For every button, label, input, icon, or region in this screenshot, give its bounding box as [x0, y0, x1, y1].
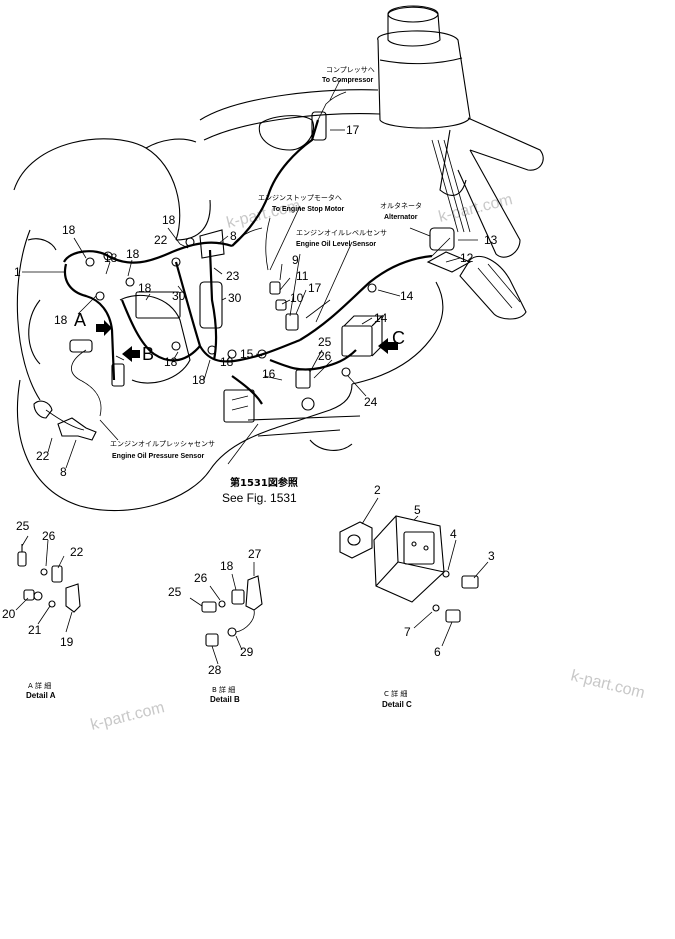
callout: 15: [240, 347, 254, 361]
callout: 9: [292, 253, 299, 267]
view-arrows: [96, 320, 398, 362]
watermark: k-part.com: [569, 667, 646, 702]
compressor-label-en: To Compressor: [322, 77, 373, 84]
callout: 12: [460, 251, 474, 265]
callout: 21: [28, 623, 42, 637]
callout: 22: [70, 545, 84, 559]
callout: 1: [14, 265, 21, 279]
callout: 19: [60, 635, 74, 649]
callout: 24: [364, 395, 378, 409]
detail-a: 25 26 22 20 21 19 A 詳 細 Detail A: [2, 519, 84, 700]
main-callouts: 17 18 18 18 18 1 22 8 23 30 18 30 9 11 1…: [14, 123, 498, 479]
detail-b-title-en: Detail B: [210, 695, 240, 704]
callout: 25: [16, 519, 30, 533]
callout: 14: [400, 289, 414, 303]
callout: 18: [220, 355, 234, 369]
detail-a-title-en: Detail A: [26, 691, 56, 700]
view-letter-a: A: [74, 310, 86, 330]
callout: 20: [2, 607, 16, 621]
callout: 26: [42, 529, 56, 543]
callout: 18: [220, 559, 234, 573]
callout: 25: [168, 585, 182, 599]
alternator-label-jp: オルタネータ: [380, 201, 422, 210]
callout: 4: [450, 527, 457, 541]
compressor-label-jp: コンプレッサへ: [326, 66, 375, 74]
callout: 14: [374, 311, 388, 325]
callout: 7: [404, 625, 411, 639]
view-letter-b: B: [142, 344, 154, 364]
watermark: k-part.com: [89, 699, 166, 734]
see-figure-label-jp: 第1531図参照: [230, 476, 298, 489]
callout: 18: [104, 251, 118, 265]
detail-c: 2 5 4 3 7 6 C 詳 細 Detail C: [339, 483, 495, 709]
callout: 18: [54, 313, 68, 327]
callout: 18: [192, 373, 206, 387]
detail-c-title-jp: C 詳 細: [384, 689, 407, 698]
detail-a-title-jp: A 詳 細: [28, 681, 51, 690]
callout: 18: [138, 281, 152, 295]
callout: 5: [414, 503, 421, 517]
harness-components: [33, 111, 472, 441]
callout: 17: [346, 123, 360, 137]
callout: 18: [62, 223, 76, 237]
callout: 30: [228, 291, 242, 305]
callout: 13: [484, 233, 498, 247]
callout: 26: [318, 349, 332, 363]
oil-level-label-jp: エンジンオイルレベルセンサ: [296, 229, 387, 237]
callout: 18: [126, 247, 140, 261]
detail-b: 18 27 26 25 29 28 B 詳 細 Detail B: [168, 547, 263, 704]
callout: 10: [290, 291, 304, 305]
callout: 6: [434, 645, 441, 659]
detail-c-title-en: Detail C: [382, 700, 412, 709]
callout: 26: [194, 571, 208, 585]
callout: 27: [248, 547, 262, 561]
see-figure-label-en: See Fig. 1531: [222, 491, 297, 505]
callout: 25: [318, 335, 332, 349]
leader-lines: [22, 79, 478, 469]
oil-pressure-label-en: Engine Oil Pressure Sensor: [112, 453, 204, 460]
callout: 11: [296, 269, 309, 283]
callout: 3: [488, 549, 495, 563]
callout: 8: [230, 229, 237, 243]
callout: 28: [208, 663, 222, 677]
callout: 16: [262, 367, 276, 381]
engine-outline: [13, 5, 544, 512]
view-letter-c: C: [392, 328, 405, 348]
wire-harness: [45, 91, 451, 431]
callout: 23: [226, 269, 240, 283]
callout: 22: [154, 233, 168, 247]
detail-b-title-jp: B 詳 細: [212, 685, 235, 694]
oil-level-label-en: Engine Oil Level Sensor: [296, 241, 376, 248]
stop-motor-label-en: To Engine Stop Motor: [272, 206, 344, 213]
callout: 17: [308, 281, 322, 295]
callout: 8: [60, 465, 67, 479]
annotation-labels: コンプレッサへ To Compressor エンジンストップモータへ To En…: [110, 66, 422, 505]
callout: 22: [36, 449, 50, 463]
callout: 2: [374, 483, 381, 497]
callout: 29: [240, 645, 254, 659]
callout: 30: [172, 289, 186, 303]
callout: 18: [162, 213, 176, 227]
oil-pressure-label-jp: エンジンオイルプレッシャセンサ: [110, 440, 215, 448]
alternator-label-en: Alternator: [384, 214, 418, 221]
callout: 18: [164, 355, 178, 369]
stop-motor-label-jp: エンジンストップモータへ: [258, 193, 342, 202]
